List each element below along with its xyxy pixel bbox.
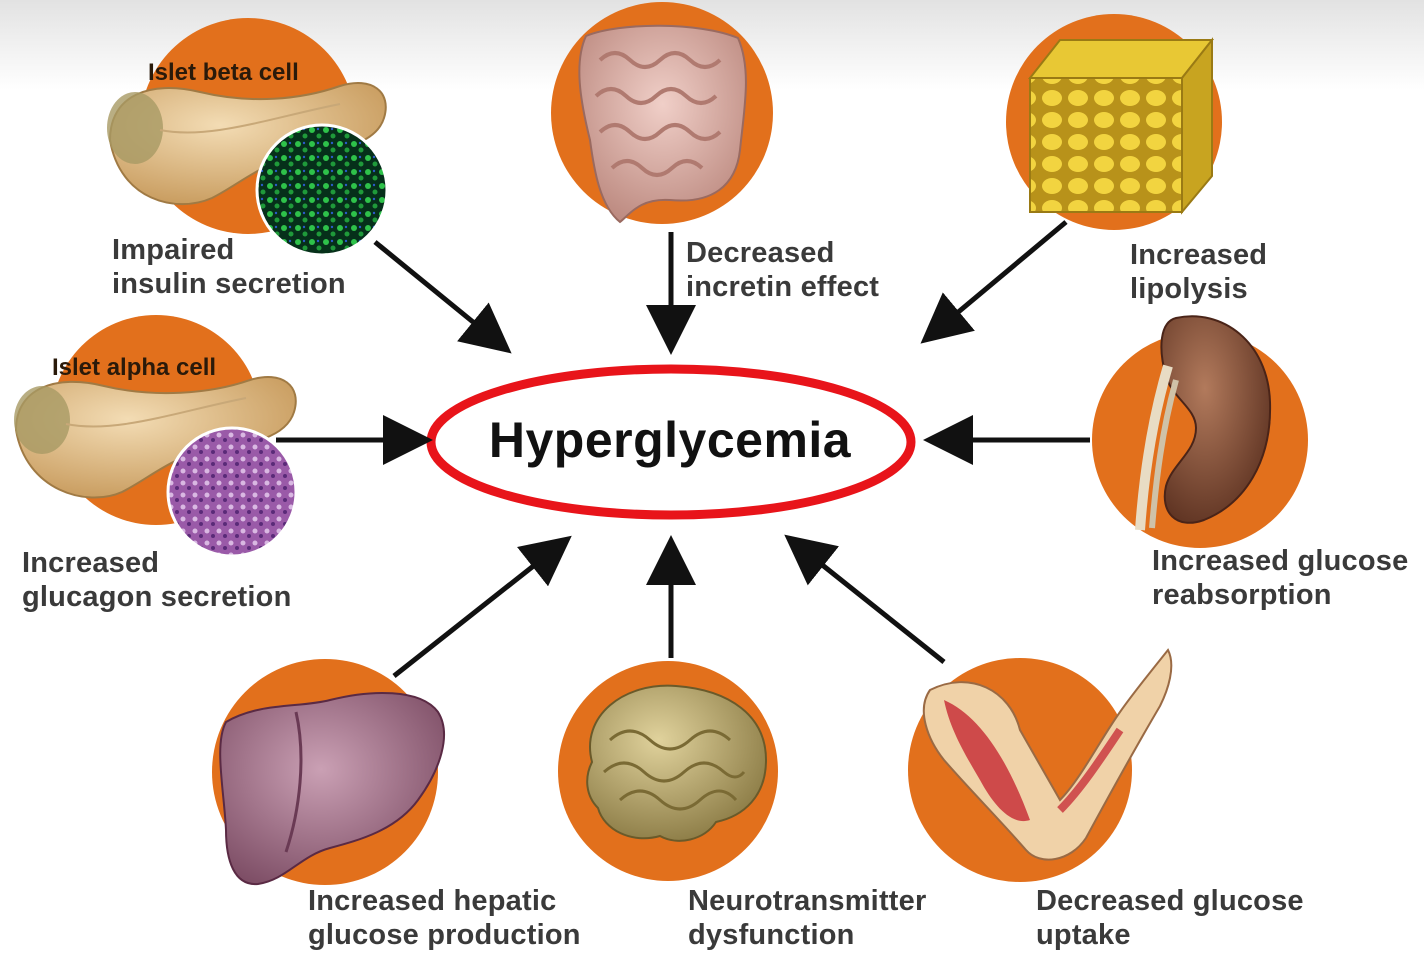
- label-hepatic-line1: Increased hepatic: [308, 884, 581, 918]
- label-kidney: Increased glucose reabsorption: [1152, 544, 1408, 612]
- label-lipolysis-line1: Increased: [1130, 238, 1267, 272]
- arrow-uptake: [796, 544, 944, 662]
- label-kidney-line1: Increased glucose: [1152, 544, 1408, 578]
- label-uptake: Decreased glucose uptake: [1036, 884, 1304, 952]
- alpha-cell-micrograph-icon: [168, 428, 296, 556]
- label-insulin-line1: Impaired: [112, 233, 346, 267]
- label-lipolysis: Increased lipolysis: [1130, 238, 1267, 306]
- label-hepatic: Increased hepatic glucose production: [308, 884, 581, 952]
- label-insulin-line2: insulin secretion: [112, 267, 346, 301]
- label-kidney-line2: reabsorption: [1152, 578, 1408, 612]
- arrow-insulin: [375, 242, 500, 344]
- label-neuro-line1: Neurotransmitter: [688, 884, 926, 918]
- center-title: Hyperglycemia: [430, 408, 910, 472]
- label-neuro-line2: dysfunction: [688, 918, 926, 952]
- label-hepatic-line2: glucose production: [308, 918, 581, 952]
- label-glucagon: Increased glucagon secretion: [22, 546, 292, 614]
- arrow-hepatic: [394, 545, 560, 676]
- label-glucagon-line1: Increased: [22, 546, 292, 580]
- label-insulin: Impaired insulin secretion: [112, 233, 346, 301]
- label-islet-beta-cell: Islet beta cell: [148, 59, 299, 87]
- label-uptake-line2: uptake: [1036, 918, 1304, 952]
- adipose-tissue-icon: [1030, 40, 1212, 212]
- pancreas-alpha-cell-icon: [14, 377, 296, 556]
- label-incretin-line2: incretin effect: [686, 270, 879, 304]
- label-uptake-line1: Decreased glucose: [1036, 884, 1304, 918]
- label-incretin-line1: Decreased: [686, 236, 879, 270]
- label-islet-alpha-cell: Islet alpha cell: [52, 354, 216, 382]
- label-glucagon-line2: glucagon secretion: [22, 580, 292, 614]
- arrow-lipolysis: [932, 222, 1066, 334]
- label-lipolysis-line2: lipolysis: [1130, 272, 1267, 306]
- label-incretin: Decreased incretin effect: [686, 236, 879, 304]
- label-neuro: Neurotransmitter dysfunction: [688, 884, 926, 952]
